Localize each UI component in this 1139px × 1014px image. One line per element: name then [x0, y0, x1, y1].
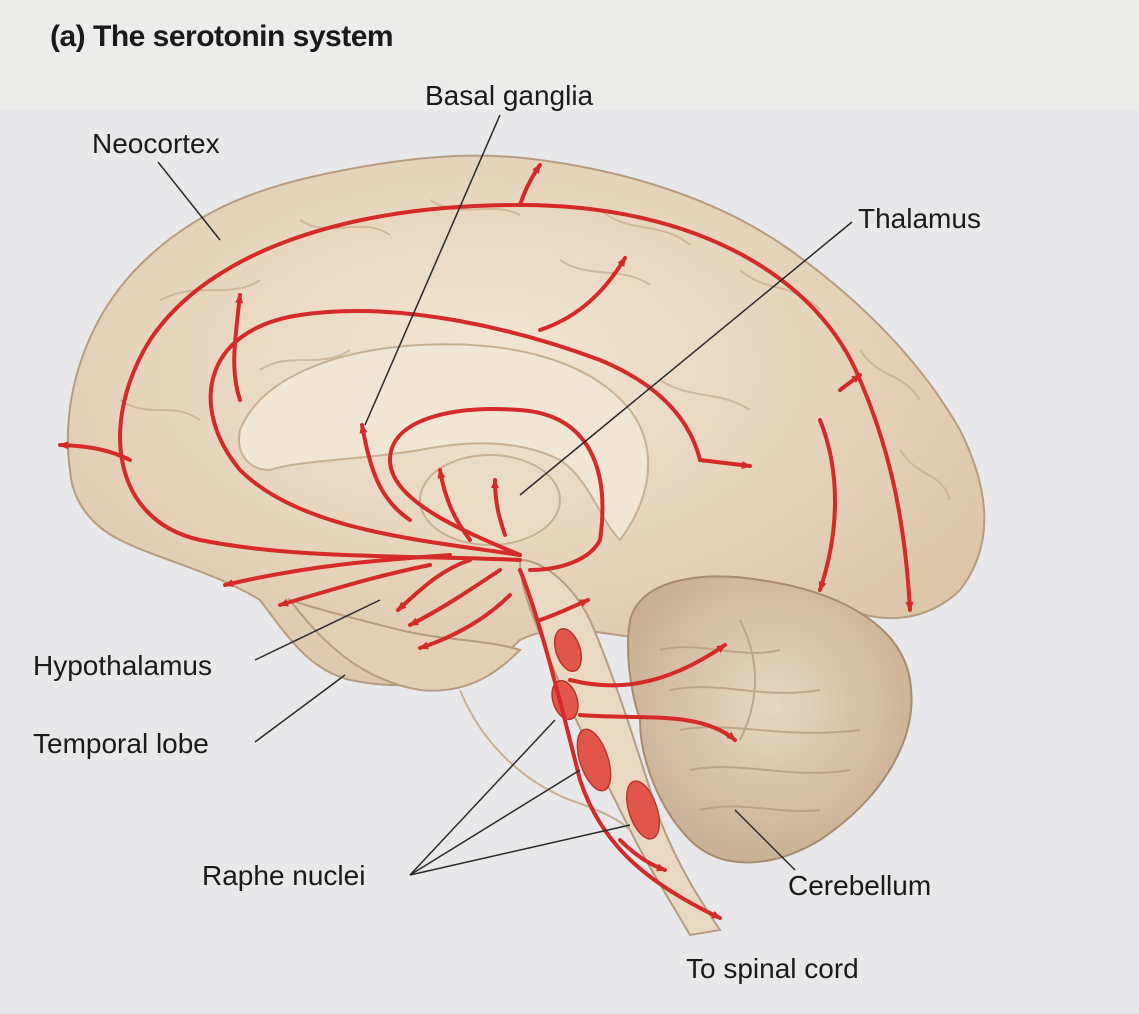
thalamus-area [419, 454, 561, 546]
label-temporal-lobe: Temporal lobe [33, 728, 209, 759]
leader-basal-ganglia [364, 114, 501, 426]
leader-raphe-1 [409, 719, 556, 876]
leader-thalamus [519, 221, 853, 496]
raphe-nuclei-shapes [551, 628, 660, 840]
label-to-spinal-cord: To spinal cord [686, 953, 859, 984]
label-neocortex: Neocortex [92, 128, 220, 159]
label-basal-ganglia: Basal ganglia [425, 80, 594, 111]
gyri-lines [119, 199, 951, 501]
label-cerebellum: Cerebellum [788, 870, 932, 901]
figure-title: (a) The serotonin system [50, 20, 394, 53]
header-band [0, 0, 1139, 110]
leader-lines [157, 114, 853, 876]
corpus-callosum [238, 343, 650, 542]
leader-temporal-lobe [254, 674, 346, 743]
leader-hypothalamus [254, 599, 381, 661]
leader-raphe-3 [409, 824, 631, 876]
label-hypothalamus: Hypothalamus [33, 650, 212, 681]
label-thalamus: Thalamus [858, 203, 981, 234]
leader-cerebellum [734, 809, 796, 871]
pons-outline [459, 689, 631, 831]
temporal-lobe [287, 598, 522, 692]
label-raphe-nuclei: Raphe nuclei [202, 860, 366, 891]
leader-raphe-2 [409, 769, 581, 876]
leader-neocortex [157, 161, 221, 241]
serotonin-pathways [58, 163, 914, 920]
